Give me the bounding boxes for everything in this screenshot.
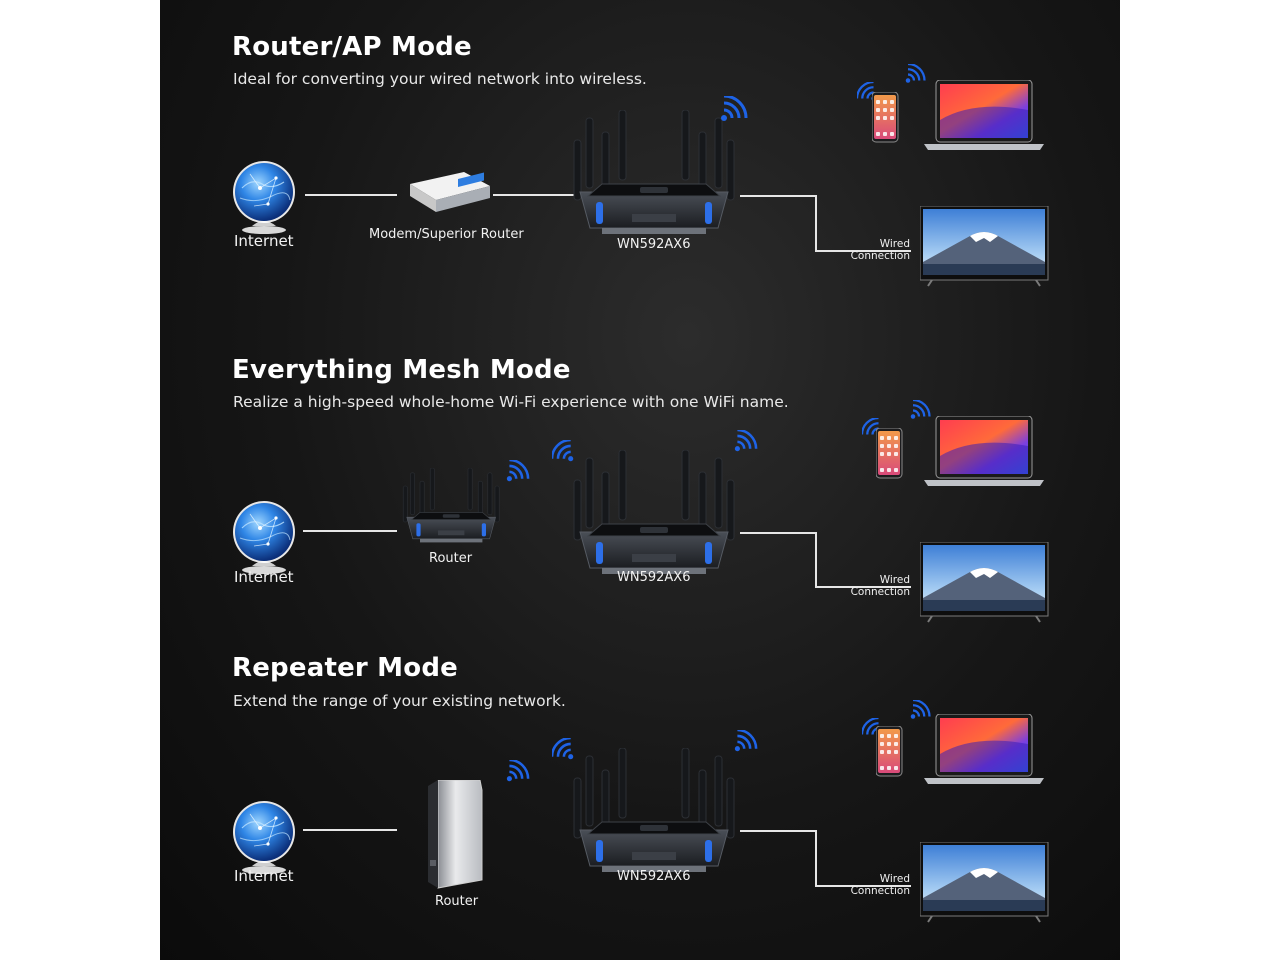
wifi-signal-icon [734, 730, 758, 752]
laptop-icon [924, 80, 1045, 151]
router-label: WN592AX6 [617, 869, 691, 884]
smartphone-icon [876, 726, 903, 777]
connector-line [305, 194, 397, 196]
router-icon [573, 748, 735, 873]
connector-line [815, 885, 911, 887]
internet-label: Internet [234, 867, 294, 885]
connector-line [740, 830, 816, 832]
section-repeater-mode: Repeater Mode Extend the range of your e… [160, 622, 1120, 942]
repeater-router-label: Router [435, 894, 479, 909]
globe-icon [232, 500, 296, 575]
connector-line [303, 530, 397, 532]
section-subtitle: Extend the range of your existing networ… [233, 692, 566, 710]
connector-line [815, 830, 817, 886]
diagram-panel: Router/AP Mode Ideal for converting your… [160, 0, 1120, 960]
connector-line [815, 195, 817, 251]
globe-icon [232, 800, 296, 875]
section-title: Everything Mesh Mode [232, 355, 571, 385]
section-title: Router/AP Mode [232, 32, 472, 62]
tv-icon [920, 842, 1049, 923]
laptop-icon [924, 416, 1045, 487]
laptop-icon [924, 714, 1045, 785]
section-router-ap-mode: Router/AP Mode Ideal for converting your… [160, 0, 1120, 320]
wifi-signal-icon [734, 430, 758, 452]
wifi-signal-icon [720, 96, 748, 122]
router-icon [573, 110, 735, 235]
modem-icon [410, 172, 490, 212]
wifi-signal-icon [506, 460, 530, 482]
section-subtitle: Realize a high-speed whole-home Wi-Fi ex… [233, 393, 789, 411]
tower-router-icon [428, 780, 483, 889]
connector-line [815, 586, 911, 588]
router-icon [573, 450, 735, 575]
tv-icon [920, 542, 1049, 623]
internet-label: Internet [234, 232, 294, 250]
connector-line [815, 250, 911, 252]
section-subtitle: Ideal for converting your wired network … [233, 70, 647, 88]
router-icon [402, 468, 500, 543]
connector-line [493, 194, 575, 196]
router-label: WN592AX6 [617, 237, 691, 252]
modem-label: Modem/Superior Router [369, 227, 524, 242]
mesh-router-label: Router [429, 551, 473, 566]
connector-line [815, 532, 817, 587]
smartphone-icon [872, 92, 899, 143]
connector-line [740, 195, 816, 197]
tv-icon [920, 206, 1049, 287]
section-everything-mesh-mode: Everything Mesh Mode Realize a high-spee… [160, 322, 1120, 642]
internet-label: Internet [234, 568, 294, 586]
smartphone-icon [876, 428, 903, 479]
connector-line [303, 829, 397, 831]
globe-icon [232, 160, 296, 235]
section-title: Repeater Mode [232, 653, 458, 683]
router-label: WN592AX6 [617, 570, 691, 585]
wifi-signal-icon [506, 760, 530, 782]
connector-line [740, 532, 816, 534]
